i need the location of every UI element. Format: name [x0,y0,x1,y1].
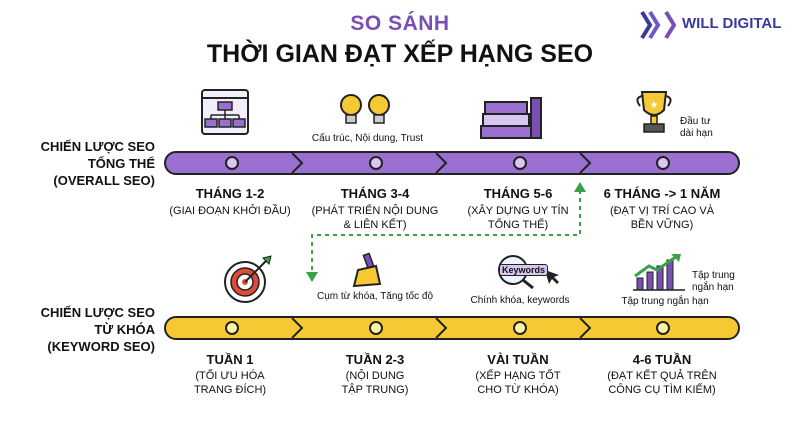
overall-stage-2-dot [369,156,383,170]
keyword-stage-1-sub: (TỐI ƯU HÓA TRANG ĐÍCH) [155,369,305,397]
keyword-stage-3-sub-line-2: CHO TỪ KHÓA) [477,384,559,396]
overall-stage-3-sub-line-1: (XÂY DỰNG UY TÍN [467,205,569,217]
overall-timeline-bar [164,151,740,175]
connector-arrow [306,182,586,282]
overall-stage-1-sub: (GIAI ĐOẠN KHỞI ĐẦU) [155,204,305,218]
keyword-stage-2-sub-line-2: TẬP TRUNG) [341,384,409,396]
overall-stage-2-sub: (PHÁT TRIỂN NỘI DUNG & LIÊN KẾT) [300,204,450,232]
keyword-stage-4-dot [656,321,670,335]
magnifier-note: Chính khóa, keywords [470,295,570,306]
overall-stage-1-dot [225,156,239,170]
overall-chevron-2-icon [435,152,448,174]
bulbs-note: Cấu trúc, Nội dung, Trust [311,133,424,144]
overall-chevron-1-icon [291,152,304,174]
books-icon [480,97,542,139]
keyword-timeline-bar [164,316,740,340]
keyword-stage-3-sub-line-1: (XẾP HẠNG TỐT [475,370,561,382]
keyword-stage-4-sub: (ĐẠT KẾT QUẢ TRÊN CÔNG CỤ TÌM KIẾM) [587,369,737,397]
title-top: SO SÁNH [350,12,450,35]
overall-stage-1-sub-line-1: (GIAI ĐOẠN KHỞI ĐẦU) [169,205,291,217]
sitemap-icon [201,89,249,135]
keyword-stage-1-sub-line-1: (TỐI ƯU HÓA [195,370,265,382]
page-title: THỜI GIAN ĐẠT XẾP HẠNG SEO [206,40,594,68]
overall-stage-4-sub: (ĐẠT VỊ TRÍ CAO VÀ BỀN VỮNG) [587,204,737,232]
keyword-stage-3-title: VÀI TUẦN [487,352,549,367]
keyword-stage-4-sub-line-2: CÔNG CỤ TÌM KIẾM) [608,384,716,396]
chart-growth-icon [633,254,685,291]
keyword-chevron-2-icon [435,317,448,339]
keyword-stage-3-dot [513,321,527,335]
keyword-stage-2-sub: (NỘI DUNG TẬP TRUNG) [300,369,450,397]
trophy-note-line-2: dài hạn [680,128,713,139]
overall-stage-4-title: 6 THÁNG -> 1 NĂM [603,186,721,201]
overall-stage-3-sub: (XÂY DỰNG UY TÍN TỔNG THỂ) [443,204,593,232]
chart-note-below: Tập trung ngắn hạn [621,296,709,307]
overall-row-label: CHIẾN LƯỢC SEO TỔNG THỂ (OVERALL SEO) [20,138,155,189]
overall-stage-3-sub-line-2: TỔNG THỂ) [487,219,549,231]
overall-chevron-3-icon [579,152,592,174]
keyword-stage-3-sub: (XẾP HẠNG TỐT CHO TỪ KHÓA) [443,369,593,397]
target-icon [224,255,272,303]
overall-stage-4-sub-line-1: (ĐẠT VỊ TRÍ CAO VÀ [609,205,715,217]
keyword-stage-4-sub-line-1: (ĐẠT KẾT QUẢ TRÊN [607,370,717,382]
overall-stage-1-title: THÁNG 1-2 [195,186,265,201]
chart-note: Tập trung ngắn hạn [692,270,752,294]
svg-text:★: ★ [650,100,659,111]
overall-stage-3-title: THÁNG 5-6 [483,186,553,201]
magnifier-keywords-label: Keywords [499,264,549,276]
overall-stage-2-title: THÁNG 3-4 [340,186,410,201]
keyword-chevron-3-icon [579,317,592,339]
keyword-chevron-1-icon [291,317,304,339]
logo-mark-icon [640,10,676,40]
keyword-stage-2-sub-line-1: (NỘI DUNG [345,370,405,382]
keyword-stage-4-title: 4-6 TUẦN [632,352,692,367]
keyword-stage-1-title: TUẦN 1 [206,352,254,367]
keyword-label-line-2: TỪ KHÓA [94,322,155,337]
brush-icon [352,252,382,288]
overall-stage-2-sub-line-2: & LIÊN KẾT) [343,219,407,231]
brush-note: Cụm từ khóa, Tăng tốc độ [316,291,433,302]
chart-note-line-2: ngắn hạn [692,282,734,293]
overall-stage-3-dot [513,156,527,170]
overall-label-line-1: CHIẾN LƯỢC SEO [40,139,155,154]
logo-text: WILL DIGITAL [682,15,782,32]
logo: WILL DIGITAL [640,10,800,40]
keyword-row-label: CHIẾN LƯỢC SEO TỪ KHÓA (KEYWORD SEO) [20,304,155,355]
keyword-stage-1-dot [225,321,239,335]
trophy-icon: ★ [636,91,672,133]
overall-label-line-2: TỔNG THỂ [87,156,155,171]
keyword-stage-2-dot [369,321,383,335]
keyword-stage-1-sub-line-2: TRANG ĐÍCH) [193,384,267,396]
overall-label-line-3: (OVERALL SEO) [53,173,155,188]
trophy-note-line-1: Đầu tư [680,116,711,127]
keyword-label-line-3: (KEYWORD SEO) [47,339,155,354]
keyword-label-line-1: CHIẾN LƯỢC SEO [40,305,155,320]
keyword-stage-2-title: TUẦN 2-3 [345,352,405,367]
overall-stage-4-dot [656,156,670,170]
overall-stage-2-sub-line-1: (PHÁT TRIỂN NỘI DUNG [311,205,439,217]
trophy-note: Đầu tư dài hạn [680,116,724,140]
overall-stage-4-sub-line-2: BỀN VỮNG) [630,219,694,231]
lightbulb-icon [340,94,390,124]
magnifier-icon: Keywords [489,254,561,290]
chart-note-line-1: Tập trung [692,270,735,281]
